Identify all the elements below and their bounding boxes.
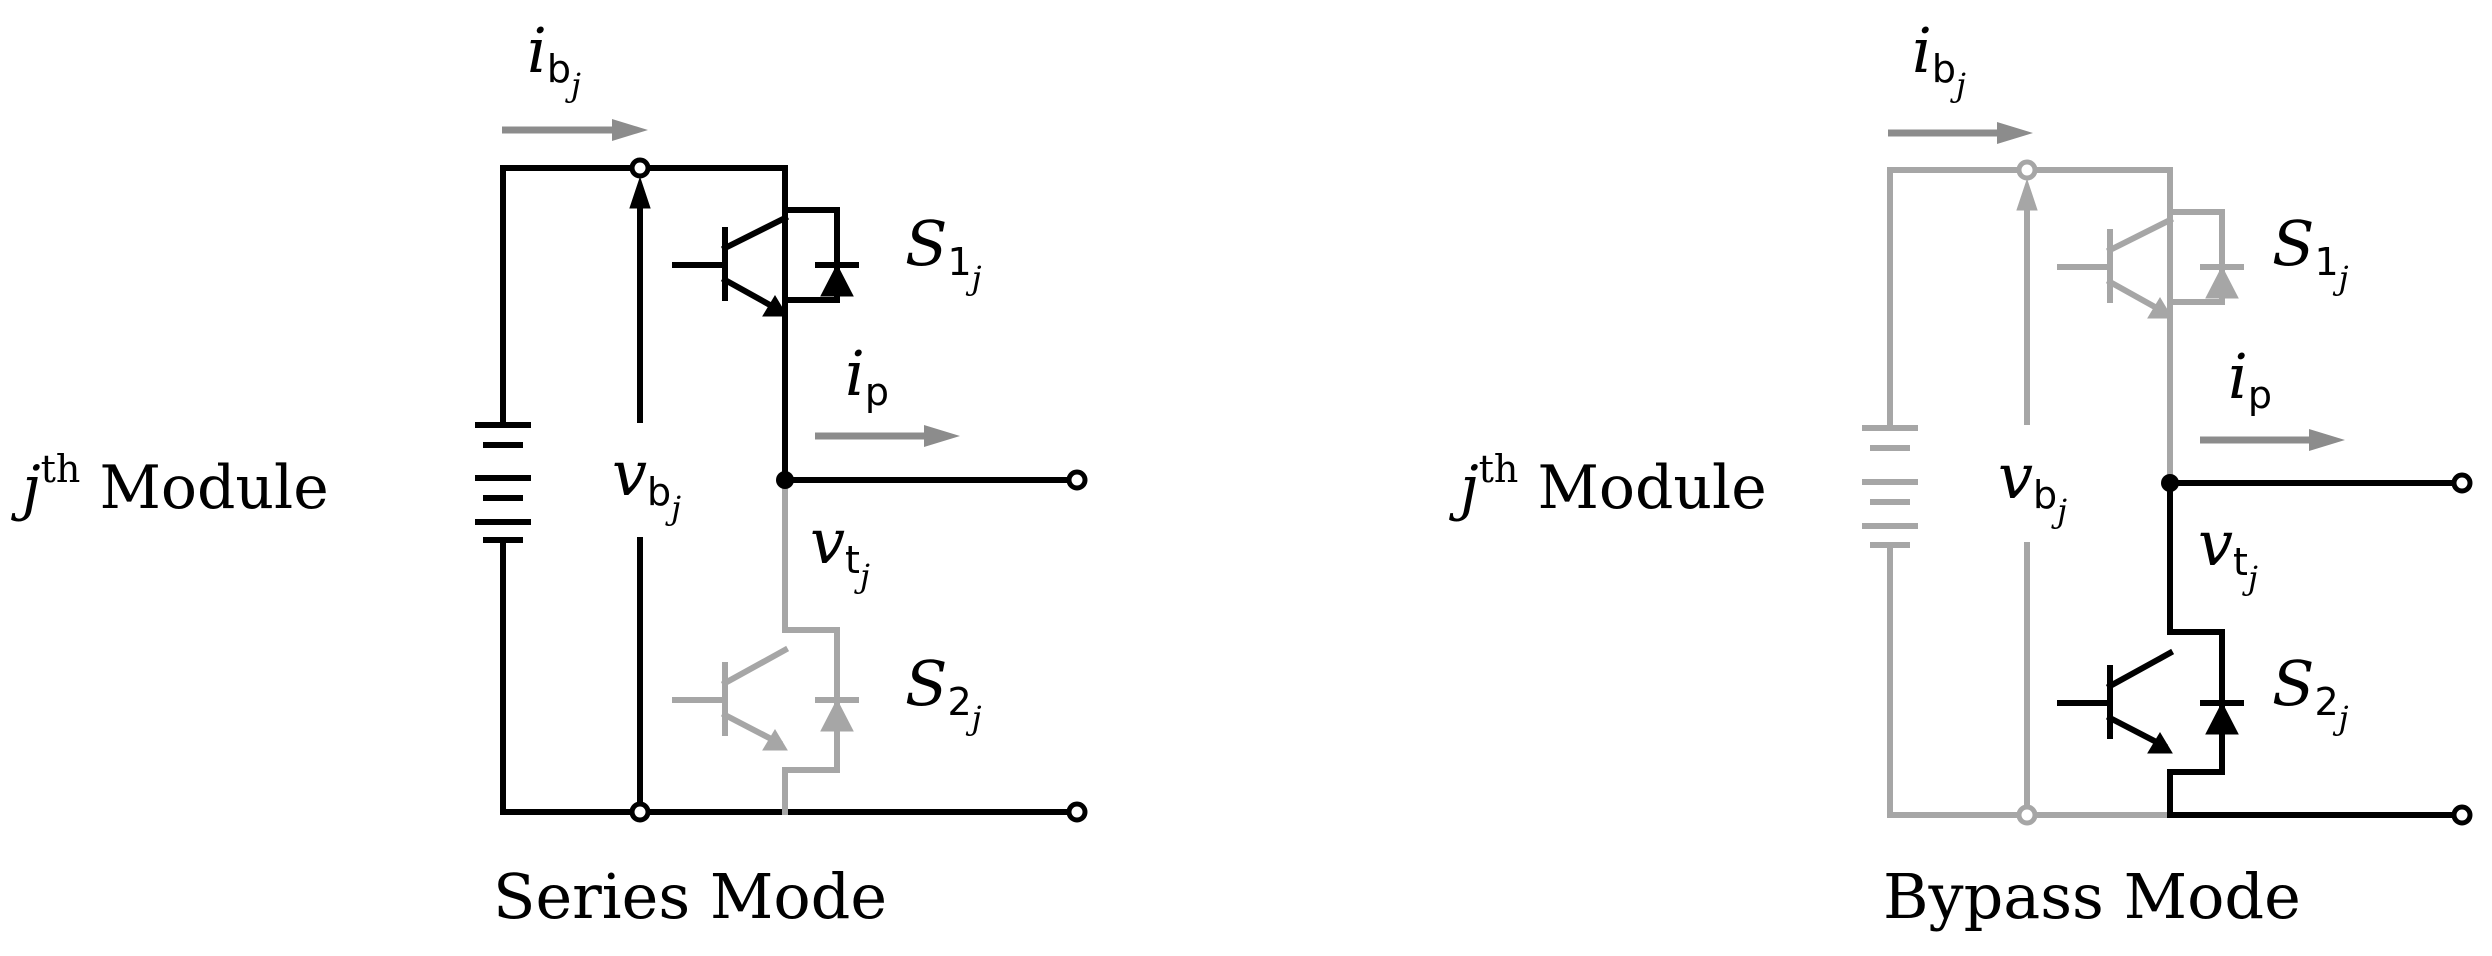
bypass-switch-s1 bbox=[2057, 169, 2244, 319]
bypass-label-ib: ibj bbox=[1912, 14, 1966, 104]
bypass-arrow-ib bbox=[1888, 122, 2033, 144]
series-label-ib: ibj bbox=[527, 14, 581, 104]
series-label-module: jth Module bbox=[11, 447, 329, 523]
series-node-bottom bbox=[629, 801, 651, 823]
bypass-label-module: jth Module bbox=[1449, 447, 1767, 523]
series-caption: Series Mode bbox=[493, 860, 887, 933]
bypass-caption: Bypass Mode bbox=[1883, 860, 2301, 933]
panel-bypass-mode: jth Module ibj vbj ip vtj S1j S2j Bypass… bbox=[1449, 14, 2473, 933]
bypass-arrow-ip bbox=[2200, 429, 2345, 451]
series-node-top bbox=[629, 157, 651, 179]
series-label-vb: vbj bbox=[612, 437, 681, 527]
series-terminal-bottom bbox=[1066, 801, 1088, 823]
series-node-midpoint bbox=[776, 471, 794, 489]
series-label-vt: vtj bbox=[810, 505, 870, 595]
series-arrow-ip bbox=[815, 425, 960, 447]
bypass-node-midpoint bbox=[2161, 474, 2179, 492]
series-switch-s2 bbox=[672, 477, 859, 815]
bypass-label-s2: S2j bbox=[2272, 647, 2349, 737]
bypass-label-ip: ip bbox=[2228, 340, 2272, 417]
bypass-label-vt: vtj bbox=[2198, 507, 2258, 597]
series-terminal-output bbox=[1066, 469, 1088, 491]
bypass-node-bottom bbox=[2016, 804, 2038, 826]
bypass-label-s1: S1j bbox=[2272, 207, 2349, 297]
panel-series-mode: jth Module ibj vbj ip vtj S1j S2j Series… bbox=[11, 14, 1088, 933]
bypass-active-wiring bbox=[2167, 480, 2461, 818]
bypass-terminal-output bbox=[2451, 472, 2473, 494]
series-active-wiring bbox=[475, 165, 1076, 815]
series-label-s1: S1j bbox=[905, 207, 982, 297]
bypass-terminal-bottom bbox=[2451, 804, 2473, 826]
series-label-s2: S2j bbox=[905, 647, 982, 737]
series-arrow-ib bbox=[502, 119, 648, 141]
series-label-ip: ip bbox=[845, 337, 889, 414]
bypass-switch-s2 bbox=[2057, 648, 2244, 754]
bypass-label-vb: vbj bbox=[1998, 440, 2067, 530]
bypass-node-top bbox=[2016, 159, 2038, 181]
series-switch-s1 bbox=[672, 167, 859, 343]
